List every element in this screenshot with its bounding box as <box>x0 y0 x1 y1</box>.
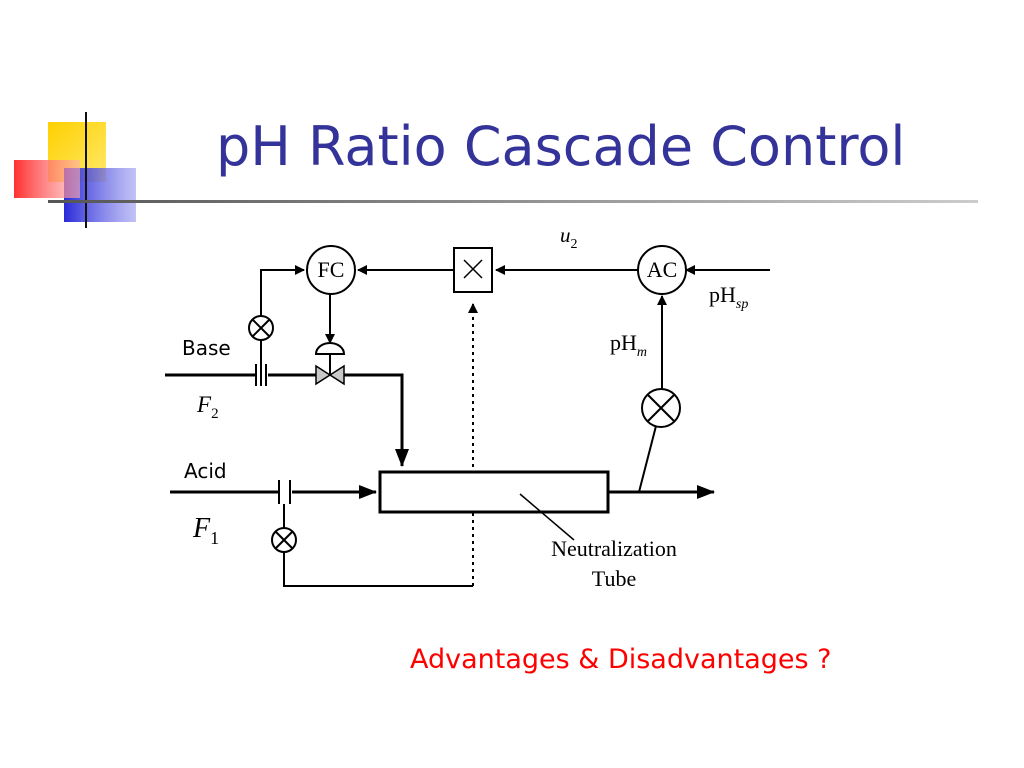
neutralization-tube <box>378 470 610 514</box>
fc-controller <box>306 245 356 295</box>
f2-label: F2 <box>196 392 219 422</box>
ph-m-label: pHm <box>610 330 647 360</box>
slide-title: pH Ratio Cascade Control <box>216 115 906 178</box>
ph-sp-label: pHsp <box>709 282 748 312</box>
tube-label-line2: Tube <box>592 566 636 591</box>
ac-controller <box>637 245 687 295</box>
u2-label: u2 <box>560 223 578 252</box>
base-flow-signal <box>260 265 305 318</box>
ph-analyzer <box>641 388 681 428</box>
base-label: Base <box>182 336 231 360</box>
question-text: Advantages & Disadvantages ? <box>410 644 832 675</box>
ac-label: AC <box>647 257 678 282</box>
base-pipe-to-tube <box>344 373 409 467</box>
base-flow-transmitter <box>248 315 274 341</box>
red-square <box>14 160 80 198</box>
f1-label: F1 <box>192 513 219 548</box>
tube-label-leader <box>519 493 575 541</box>
fc-label: FC <box>318 257 345 282</box>
acid-flow-transmitter <box>271 527 297 553</box>
tube-label-line1: Neutralization <box>551 536 677 561</box>
acid-flow-signal <box>283 552 473 587</box>
horizontal-rule <box>48 200 978 203</box>
control-valve <box>314 342 346 386</box>
analyzer-tap-line <box>638 425 657 493</box>
acid-label: Acid <box>184 459 227 483</box>
